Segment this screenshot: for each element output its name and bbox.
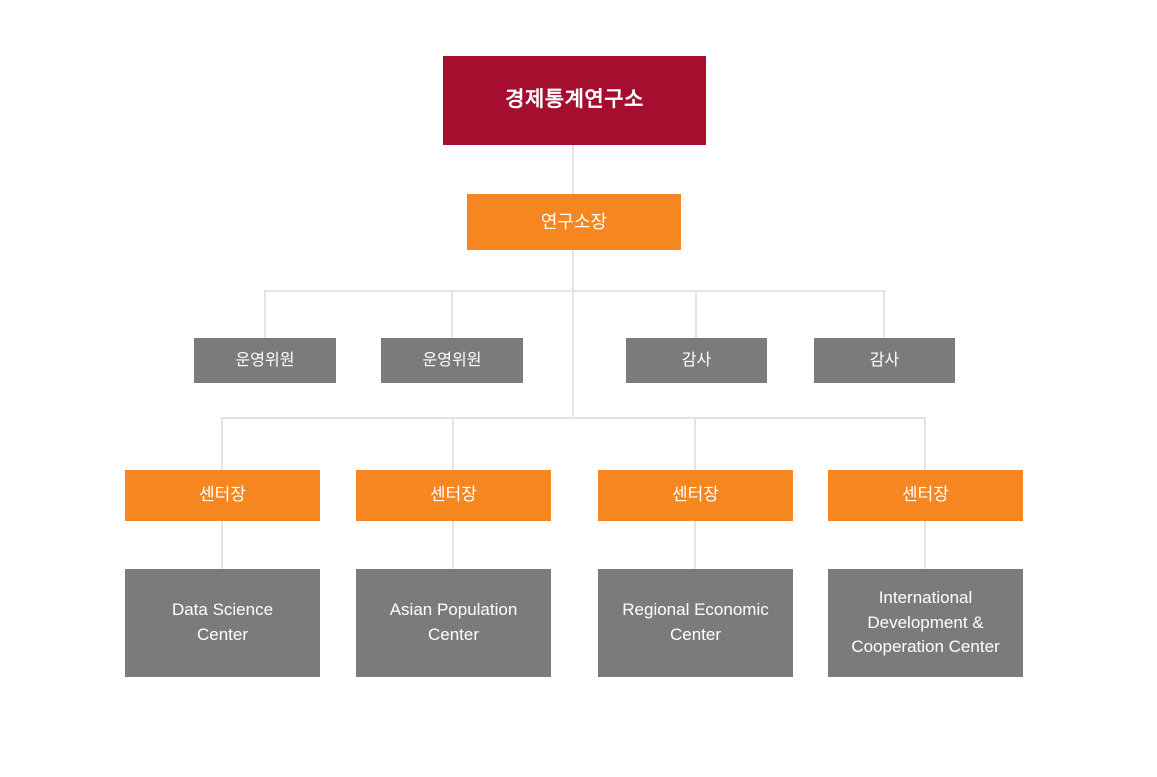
connector-centers-rail bbox=[222, 417, 926, 419]
node-center-3: Regional Economic Center bbox=[598, 569, 793, 677]
connector-head-center bbox=[221, 521, 223, 569]
connector-drop bbox=[451, 290, 453, 338]
node-director-label: 연구소장 bbox=[540, 211, 608, 232]
node-center-head-3-label: 센터장 bbox=[672, 485, 719, 505]
connector-drop bbox=[883, 290, 885, 338]
node-center-1-label: Data Science Center bbox=[171, 600, 274, 644]
node-center-head-2: 센터장 bbox=[356, 470, 551, 521]
connector-drop bbox=[924, 417, 926, 470]
node-committee-2-label: 운영위원 bbox=[422, 351, 482, 369]
node-center-head-4: 센터장 bbox=[828, 470, 1023, 521]
node-center-3-label: Regional Economic Center bbox=[622, 600, 769, 644]
node-committee-1-label: 운영위원 bbox=[235, 351, 295, 369]
node-institute-label: 경제통계연구소 bbox=[505, 88, 644, 112]
node-center-head-2-label: 센터장 bbox=[430, 485, 477, 505]
connector-committee-rail bbox=[265, 290, 886, 292]
connector-root-director bbox=[572, 145, 574, 194]
node-auditor-1-label: 감사 bbox=[681, 351, 712, 369]
connector-drop bbox=[695, 290, 697, 338]
node-auditor-2: 감사 bbox=[814, 338, 955, 383]
node-committee-2: 운영위원 bbox=[381, 338, 523, 383]
node-center-1: Data Science Center bbox=[125, 569, 320, 677]
node-center-head-1: 센터장 bbox=[125, 470, 320, 521]
node-institute: 경제통계연구소 bbox=[443, 56, 706, 145]
node-center-head-1-label: 센터장 bbox=[199, 485, 246, 505]
node-center-4-label: International Development & Cooperation … bbox=[851, 588, 1000, 657]
connector-head-center bbox=[452, 521, 454, 569]
connector-drop bbox=[694, 417, 696, 470]
node-auditor-1: 감사 bbox=[626, 338, 767, 383]
node-center-4: International Development & Cooperation … bbox=[828, 569, 1023, 677]
connector-head-center bbox=[694, 521, 696, 569]
connector-drop bbox=[452, 417, 454, 470]
node-center-head-4-label: 센터장 bbox=[902, 485, 949, 505]
node-committee-1: 운영위원 bbox=[194, 338, 336, 383]
node-center-2-label: Asian Population Center bbox=[389, 600, 518, 644]
connector-drop bbox=[221, 417, 223, 470]
node-auditor-2-label: 감사 bbox=[869, 351, 900, 369]
connector-trunk bbox=[572, 250, 574, 417]
node-center-head-3: 센터장 bbox=[598, 470, 793, 521]
connector-head-center bbox=[924, 521, 926, 569]
node-director: 연구소장 bbox=[467, 194, 681, 250]
connector-drop bbox=[264, 290, 266, 338]
node-center-2: Asian Population Center bbox=[356, 569, 551, 677]
